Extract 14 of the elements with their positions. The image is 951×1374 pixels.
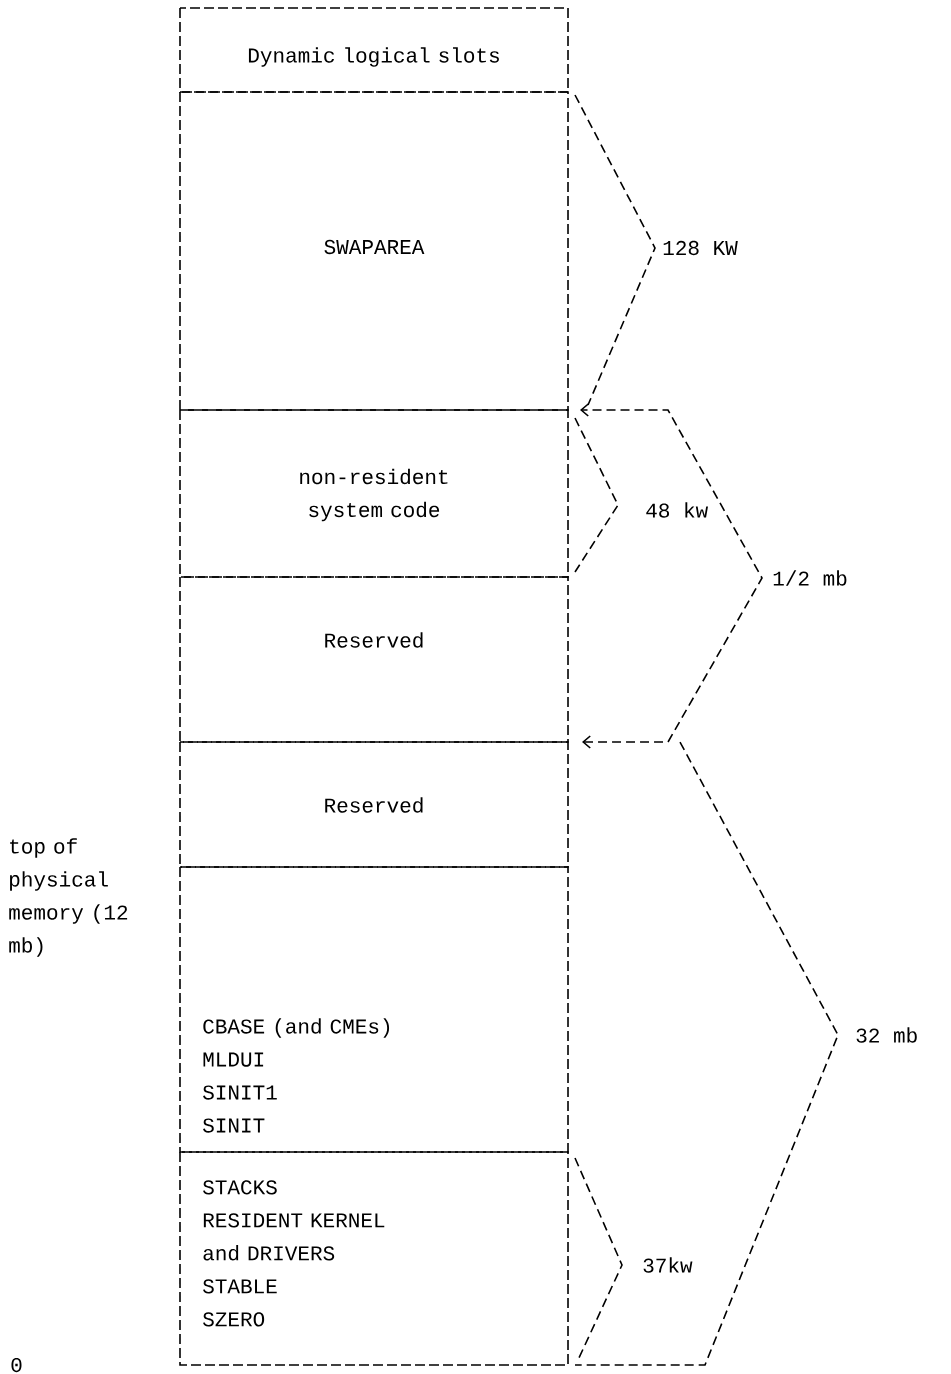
memory-region: Dynamic logical slots xyxy=(179,7,569,93)
size-label: 32 mb xyxy=(856,1027,917,1043)
side-note: top of physical memory (12 mb) xyxy=(9,838,128,957)
memory-region: Reserved xyxy=(179,576,569,743)
size-label: 37kw xyxy=(643,1257,693,1273)
size-label: 1/2 mb xyxy=(773,570,847,586)
memory-region: Reserved xyxy=(179,741,569,868)
size-label: 48 kw xyxy=(646,502,708,518)
address-label: 0 xyxy=(11,1357,22,1373)
memory-region: SWAPAREA xyxy=(179,91,569,411)
memory-region: non-resident system code xyxy=(179,409,569,578)
size-label: 128 KW xyxy=(663,240,738,256)
memory-region: STACKS RESIDENT KERNEL and DRIVERS STABLE SZERO xyxy=(179,1151,569,1366)
memory-region: CBASE (and CMEs) MLDUI SINIT1 SINIT xyxy=(179,866,569,1153)
